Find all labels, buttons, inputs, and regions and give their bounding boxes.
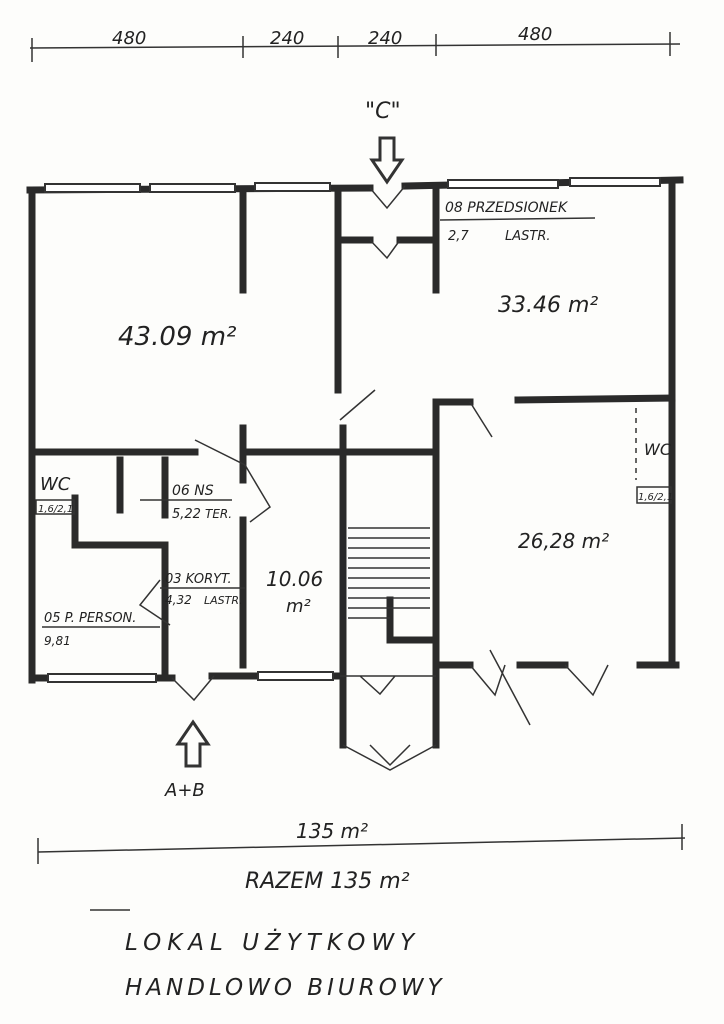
room-area-43: 43.09 m² (118, 322, 236, 352)
room-area-10: 10.06 (266, 567, 323, 591)
dim-480-left: 480 (112, 28, 146, 49)
entrance-c-arrow-icon (369, 136, 405, 185)
persona-area: 9,81 (44, 634, 71, 648)
windows (44, 177, 661, 683)
title-line-1: LOKAL UŻYTKOWY (125, 928, 420, 956)
wc-right-area: 1,6/2,1 (638, 492, 673, 503)
bottom-dimension-line: 135 m² (37, 819, 686, 864)
entrance-ab-arrow-icon (175, 719, 211, 768)
entrance-ab-label: A+B (164, 780, 205, 801)
staircase (348, 527, 430, 619)
ns-area: 5,22 (172, 507, 201, 522)
dim-240-right: 240 (368, 28, 402, 49)
korytarz-floor: LASTR. (204, 594, 243, 607)
entrance-c-label: "C" (365, 99, 401, 124)
persona-name: 05 P. PERSON. (44, 611, 136, 626)
wc-left-area: 1,6/2,1 (38, 504, 73, 515)
top-dimension-line: 480 240 240 480 (29, 24, 681, 62)
bottom-dimension-label: 135 m² (296, 819, 368, 843)
doors (138, 185, 637, 771)
dim-480-right: 480 (518, 24, 552, 45)
room-area-33: 33.46 m² (498, 293, 598, 318)
ns-floor: TER. (205, 507, 232, 521)
wc-right-label: WC (644, 440, 672, 459)
przedsionek-area: 2,7 (448, 229, 469, 244)
walls (26, 176, 684, 749)
ns-name: 06 NS (172, 483, 214, 499)
title-line-2: HANDLOWO BIUROWY (125, 975, 446, 1001)
przedsionek-floor: LASTR. (505, 229, 551, 244)
room-area-10-unit: m² (286, 596, 311, 617)
dim-240-left: 240 (270, 28, 304, 49)
wc-left-label: WC (40, 474, 71, 495)
korytarz-area: 4,32 (165, 593, 192, 607)
total-area: RAZEM 135 m² (245, 869, 410, 894)
room-area-26: 26,28 m² (518, 529, 609, 553)
korytarz-name: 03 KORYT. (165, 572, 232, 587)
przedsionek-name: 08 PRZEDSIONEK (445, 200, 569, 216)
